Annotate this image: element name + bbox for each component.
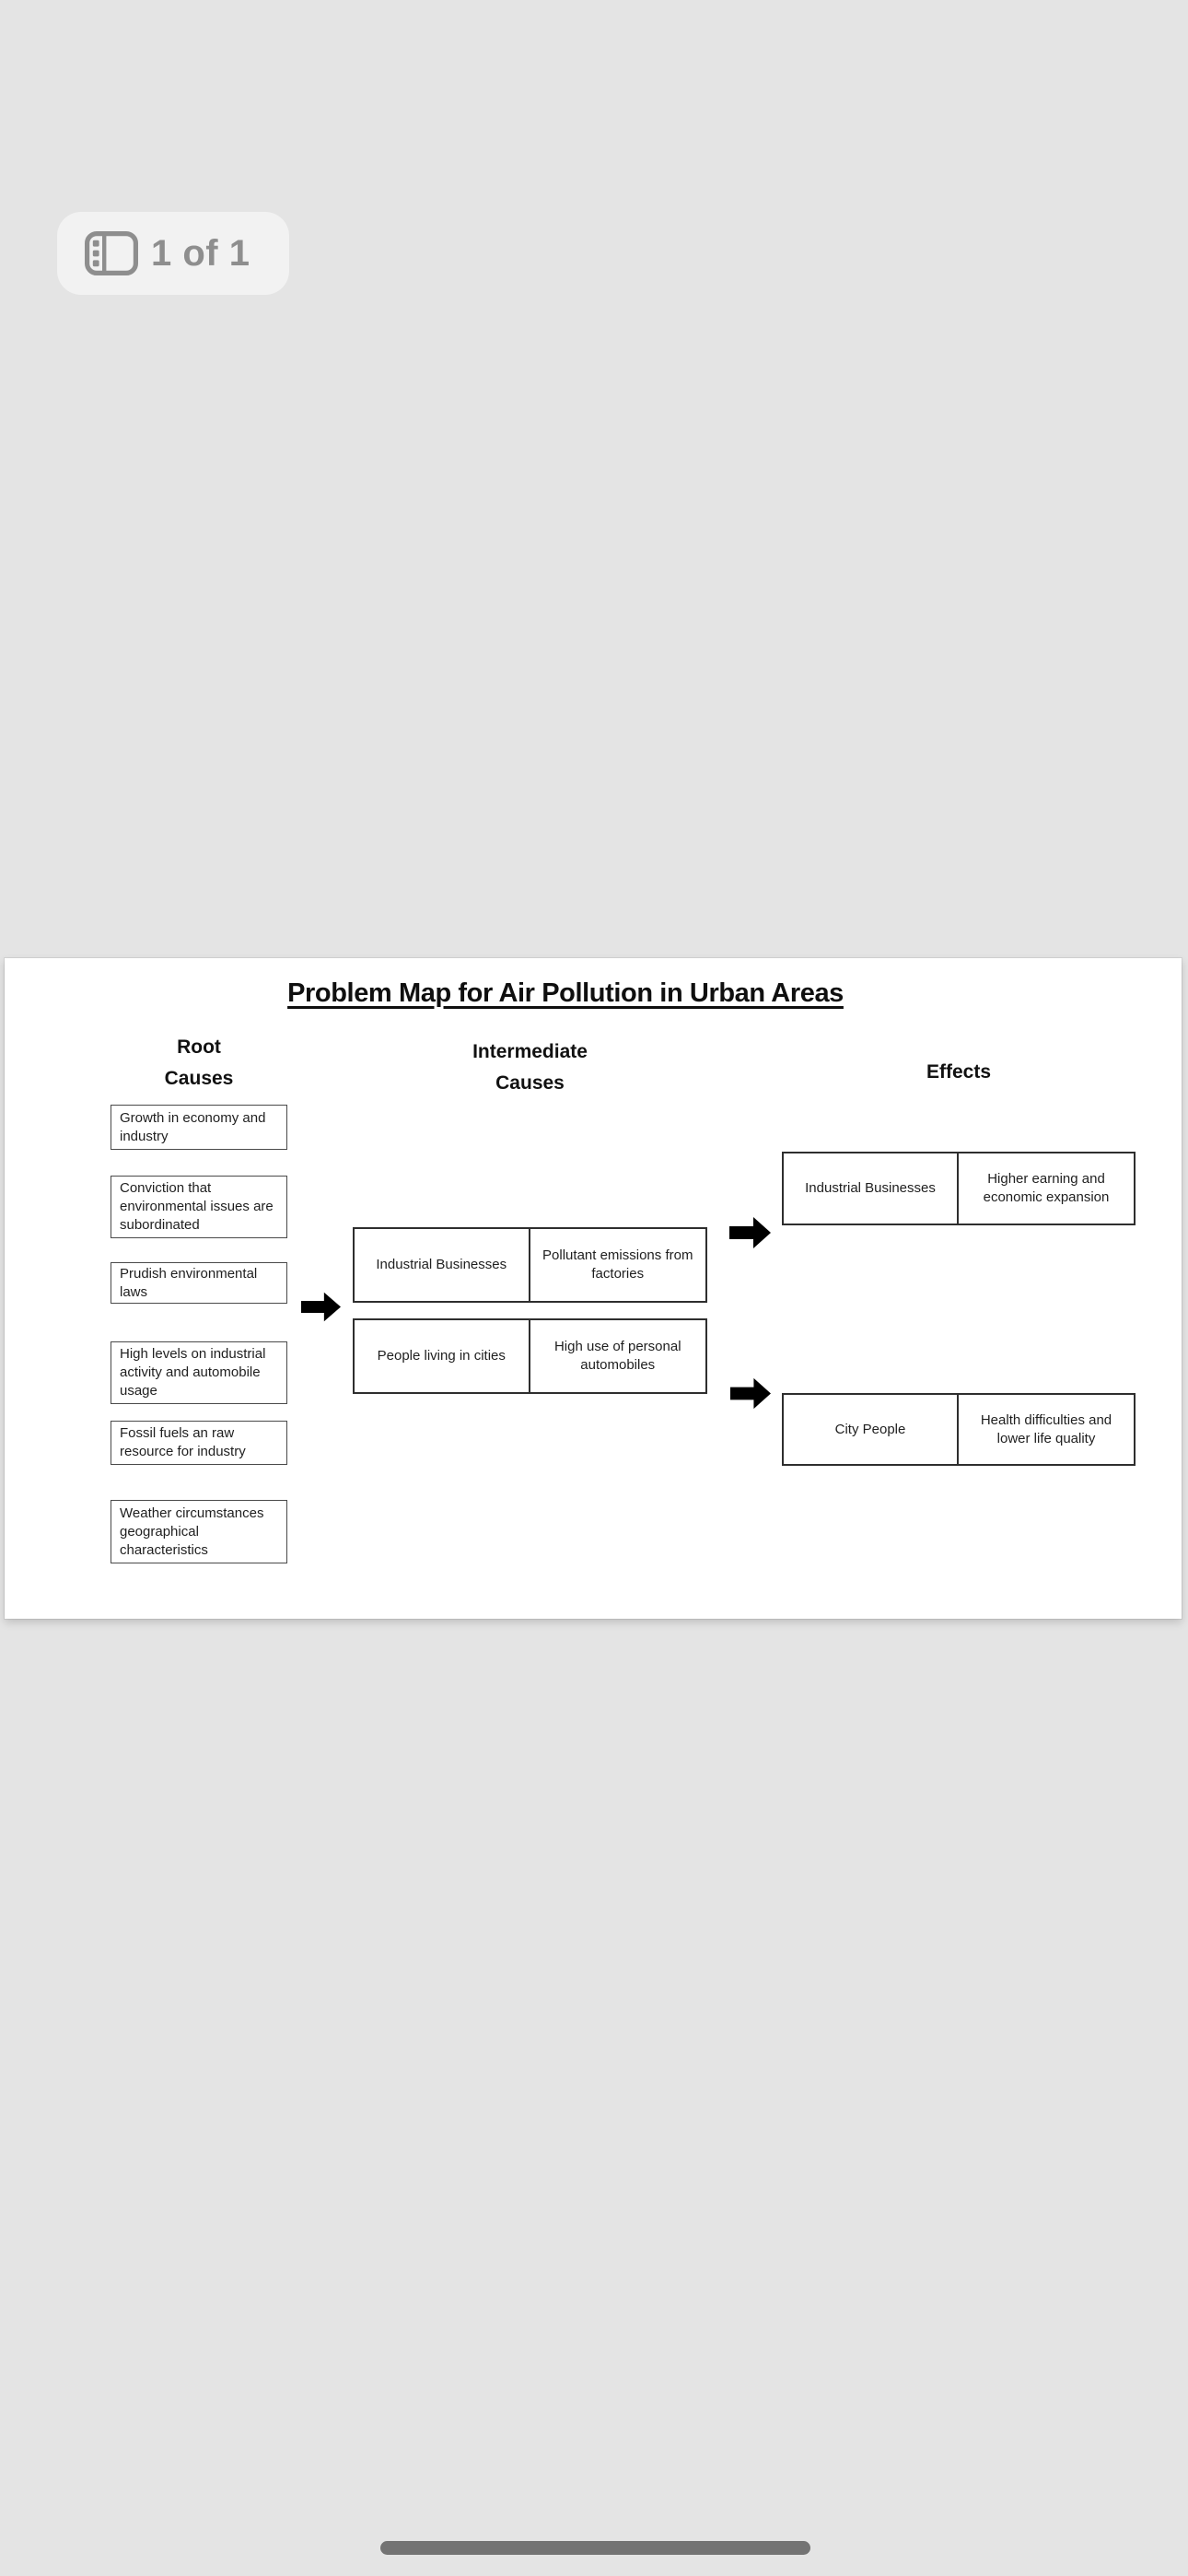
cell-text: Industrial Businesses [805, 1180, 936, 1196]
intermediate-cause-table[interactable]: People living in cities High use of pers… [353, 1318, 707, 1394]
header-line: Effects [926, 1061, 992, 1083]
cell-text: High use of personal automobiles [553, 1339, 681, 1373]
table-cell: Industrial Businesses [784, 1153, 959, 1224]
column-header-effects: Effects [782, 1057, 1136, 1088]
root-cause-text: Fossil fuels an raw resource for industr… [120, 1425, 246, 1459]
column-header-root-causes: Root Causes [111, 1032, 287, 1095]
cell-text: Health difficulties and lower life quali… [980, 1411, 1112, 1446]
root-cause-text: High levels on industrial activity and a… [120, 1346, 266, 1399]
column-header-intermediate-causes: Intermediate Causes [353, 1036, 707, 1099]
cell-text: Higher earning and economic expansion [983, 1171, 1110, 1205]
root-cause-text: Prudish environmental laws [120, 1265, 258, 1300]
root-cause-box[interactable]: Conviction that environmental issues are… [111, 1176, 287, 1238]
root-cause-box[interactable]: Growth in economy and industry [111, 1105, 287, 1150]
root-cause-text: Growth in economy and industry [120, 1109, 266, 1144]
table-cell: People living in cities [355, 1320, 530, 1392]
home-indicator[interactable] [380, 2541, 810, 2555]
root-cause-box[interactable]: Weather circumstances geographical chara… [111, 1500, 287, 1563]
intermediate-cause-table[interactable]: Industrial Businesses Pollutant emission… [353, 1227, 707, 1303]
table-cell: Higher earning and economic expansion [959, 1153, 1134, 1224]
right-arrow-icon[interactable] [730, 1376, 771, 1411]
root-cause-box[interactable]: High levels on industrial activity and a… [111, 1341, 287, 1404]
cell-text: Pollutant emissions from factories [542, 1247, 693, 1282]
table-cell: Industrial Businesses [355, 1229, 530, 1301]
table-cell: Health difficulties and lower life quali… [959, 1395, 1134, 1464]
document-page[interactable]: Problem Map for Air Pollution in Urban A… [5, 958, 1182, 1619]
table-cell: Pollutant emissions from factories [530, 1229, 706, 1301]
table-cell: High use of personal automobiles [530, 1320, 706, 1392]
effect-table[interactable]: Industrial Businesses Higher earning and… [782, 1152, 1136, 1225]
page-indicator-label: 1 of 1 [151, 232, 250, 274]
root-cause-box[interactable]: Fossil fuels an raw resource for industr… [111, 1421, 287, 1465]
table-cell: City People [784, 1395, 959, 1464]
cell-text: People living in cities [377, 1348, 506, 1364]
header-line: Causes [495, 1072, 565, 1094]
cell-text: Industrial Businesses [376, 1257, 507, 1272]
document-title: Problem Map for Air Pollution in Urban A… [0, 978, 1154, 1009]
right-arrow-icon[interactable] [729, 1214, 771, 1251]
header-line: Intermediate [472, 1041, 588, 1062]
document-title-text: Problem Map for Air Pollution in Urban A… [287, 978, 844, 1008]
root-cause-text: Conviction that environmental issues are… [120, 1180, 274, 1233]
root-cause-box[interactable]: Prudish environmental laws [111, 1262, 287, 1304]
page-thumbnails-icon [85, 231, 138, 275]
page-indicator-button[interactable]: 1 of 1 [57, 212, 289, 295]
header-line: Root [177, 1036, 221, 1058]
right-arrow-icon[interactable] [301, 1290, 341, 1324]
header-line: Causes [164, 1068, 234, 1089]
root-cause-text: Weather circumstances geographical chara… [120, 1505, 264, 1558]
effect-table[interactable]: City People Health difficulties and lowe… [782, 1393, 1136, 1466]
cell-text: City People [834, 1421, 906, 1437]
